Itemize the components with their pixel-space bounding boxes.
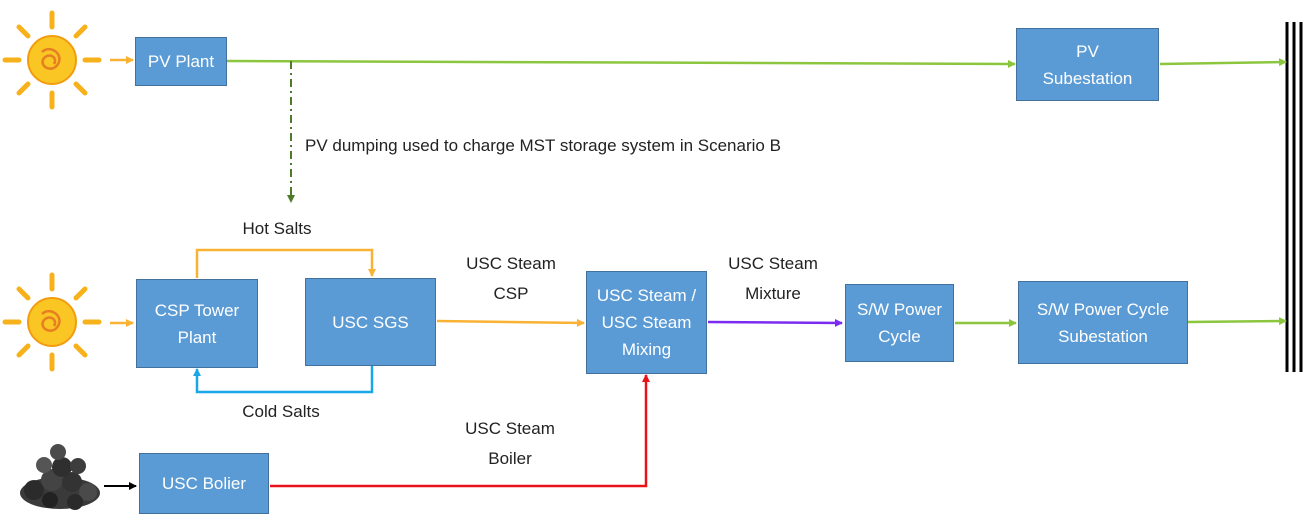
grid-busbar-icon <box>1285 22 1303 372</box>
csp-tower-plant-box: CSP Tower Plant <box>136 279 258 368</box>
usc-boiler-box: USC Bolier <box>139 453 269 514</box>
usc-sgs-box: USC SGS <box>305 278 436 366</box>
hot-salts-line <box>195 248 376 278</box>
pv-plant-box: PV Plant <box>135 37 227 86</box>
pv-substation-box: PV Subestation <box>1016 28 1159 101</box>
hot-salts-label: Hot Salts <box>242 219 312 238</box>
pv-substation-to-grid-line <box>1159 58 1287 67</box>
pv-dumping-label: PV dumping used to charge MST storage sy… <box>305 136 781 155</box>
usc-steam-boiler-label: USC Steam Boiler <box>465 419 555 468</box>
coal-pile-icon <box>20 444 100 510</box>
sw-substation-to-grid-line <box>1187 317 1287 326</box>
sw-power-cycle-box: S/W Power Cycle <box>845 284 954 362</box>
sun-icon <box>2 272 102 372</box>
sgs-to-mixing-line <box>436 318 585 327</box>
cold-salts-line <box>193 366 374 394</box>
usc-steam-csp-label: USC Steam CSP <box>466 254 556 303</box>
cold-salts-label: Cold Salts <box>242 402 320 421</box>
sw-power-cycle-substation-box: S/W Power Cycle Subestation <box>1018 281 1188 364</box>
pv-plant-to-substation-line <box>225 59 1016 68</box>
sun-icon <box>2 10 102 110</box>
mixing-to-cycle-line <box>707 318 843 327</box>
boiler-to-mixing-line <box>270 374 650 488</box>
usc-steam-mixture-label: USC Steam Mixture <box>728 254 818 303</box>
steam-mixing-box: USC Steam / USC Steam Mixing <box>586 271 707 374</box>
